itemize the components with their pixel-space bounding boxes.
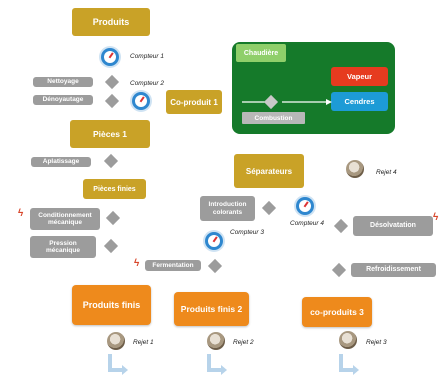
- compteur-3-gauge-icon: [205, 232, 223, 250]
- nettoyage-diamond: [104, 74, 120, 90]
- pression-diamond: [103, 238, 119, 254]
- rejet-2-label: Rejet 2: [233, 339, 254, 346]
- denoyautage-diamond: [104, 93, 120, 109]
- separateurs-box: Séparateurs: [234, 154, 304, 188]
- combustion-box: Combustion: [242, 112, 305, 124]
- conditionnement-step: Conditionnement mécanique: [30, 208, 100, 230]
- nettoyage-step: Nettoyage: [33, 77, 93, 87]
- aplatissage-step: Aplatissage: [31, 157, 91, 167]
- rejet-3-icon: [339, 331, 357, 349]
- desolvatation-step: Désolvatation: [353, 216, 433, 236]
- refroidissement-diamond: [331, 262, 347, 278]
- lightning-icon-conditionnement: ϟ: [18, 208, 24, 219]
- produits-box: Produits: [72, 8, 150, 36]
- rejet-4-icon: [346, 160, 364, 178]
- compteur-3-label: Compteur 3: [230, 229, 264, 236]
- rejet-2-arrow-icon: [207, 354, 227, 375]
- introduction-colorants-step: Introduction colorants: [200, 196, 255, 221]
- conditionnement-diamond: [105, 210, 121, 226]
- desolvatation-diamond: [333, 218, 349, 234]
- compteur-2-gauge-icon: [132, 92, 150, 110]
- denoyautage-step: Dénoyautage: [33, 95, 93, 105]
- rejet-2-icon: [207, 332, 225, 350]
- rejet-3-arrow-icon: [339, 354, 359, 375]
- fermentation-diamond: [207, 258, 223, 274]
- chaudiere-title: Chaudière: [236, 44, 286, 62]
- rejet-1-arrow-icon: [108, 354, 128, 375]
- produits-finis-box: Produits finis: [72, 285, 151, 325]
- rejet-1-icon: [107, 332, 125, 350]
- compteur-1-gauge-icon: [101, 48, 119, 66]
- rejet-4-label: Rejet 4: [376, 169, 397, 176]
- aplatissage-diamond: [103, 153, 119, 169]
- compteur-4-label: Compteur 4: [290, 220, 324, 227]
- lightning-icon-desolvatation: ϟ: [433, 212, 439, 223]
- pieces-1-box: Pièces 1: [70, 120, 150, 148]
- rejet-3-label: Rejet 3: [366, 339, 387, 346]
- refroidissement-step: Refroidissement: [351, 263, 436, 277]
- cendres-box: Cendres: [331, 92, 388, 111]
- compteur-2-label: Compteur 2: [130, 80, 164, 87]
- compteur-4-gauge-icon: [296, 197, 314, 215]
- introduction-diamond: [261, 200, 277, 216]
- lightning-icon-fermentation: ϟ: [134, 258, 140, 269]
- vapeur-box: Vapeur: [331, 67, 388, 86]
- produits-finis-2-box: Produits finis 2: [174, 292, 249, 326]
- compteur-1-label: Compteur 1: [130, 53, 164, 60]
- pieces-finies-box: Pièces finies: [83, 179, 146, 199]
- rejet-1-label: Rejet 1: [133, 339, 154, 346]
- coproduit-1-box: Co-produit 1: [166, 90, 222, 114]
- coproduits-3-box: co-produits 3: [302, 297, 372, 327]
- pression-step: Pression mécanique: [30, 236, 96, 258]
- fermentation-step: Fermentation: [145, 260, 201, 271]
